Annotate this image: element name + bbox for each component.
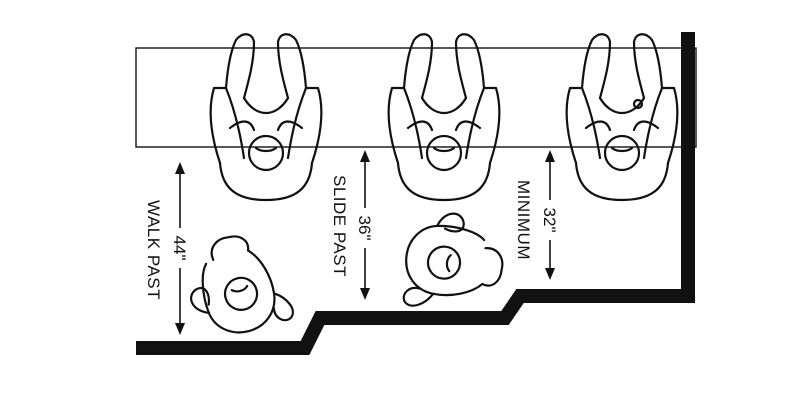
seated-person-icon xyxy=(387,33,501,202)
glass-icon xyxy=(632,98,644,110)
label-walk-past: WALK PAST xyxy=(144,200,163,300)
counter-edge xyxy=(135,47,697,148)
seated-person-icon xyxy=(209,33,323,202)
dimension-walk-past: 44" WALK PAST xyxy=(144,162,190,335)
label-minimum: MINIMUM xyxy=(514,180,533,260)
seated-person-icon xyxy=(565,33,679,202)
measurement-slide-past: 36" xyxy=(355,216,374,241)
measurement-minimum: 32" xyxy=(540,208,559,233)
walking-person-icon xyxy=(176,224,297,345)
dimension-slide-past: 36" SLIDE PAST xyxy=(330,150,375,300)
dimension-minimum: 32" MINIMUM xyxy=(514,150,560,280)
sliding-person-icon xyxy=(401,208,508,315)
label-slide-past: SLIDE PAST xyxy=(330,175,349,277)
wall-outline xyxy=(136,32,695,355)
measurement-walk-past: 44" xyxy=(170,236,189,261)
